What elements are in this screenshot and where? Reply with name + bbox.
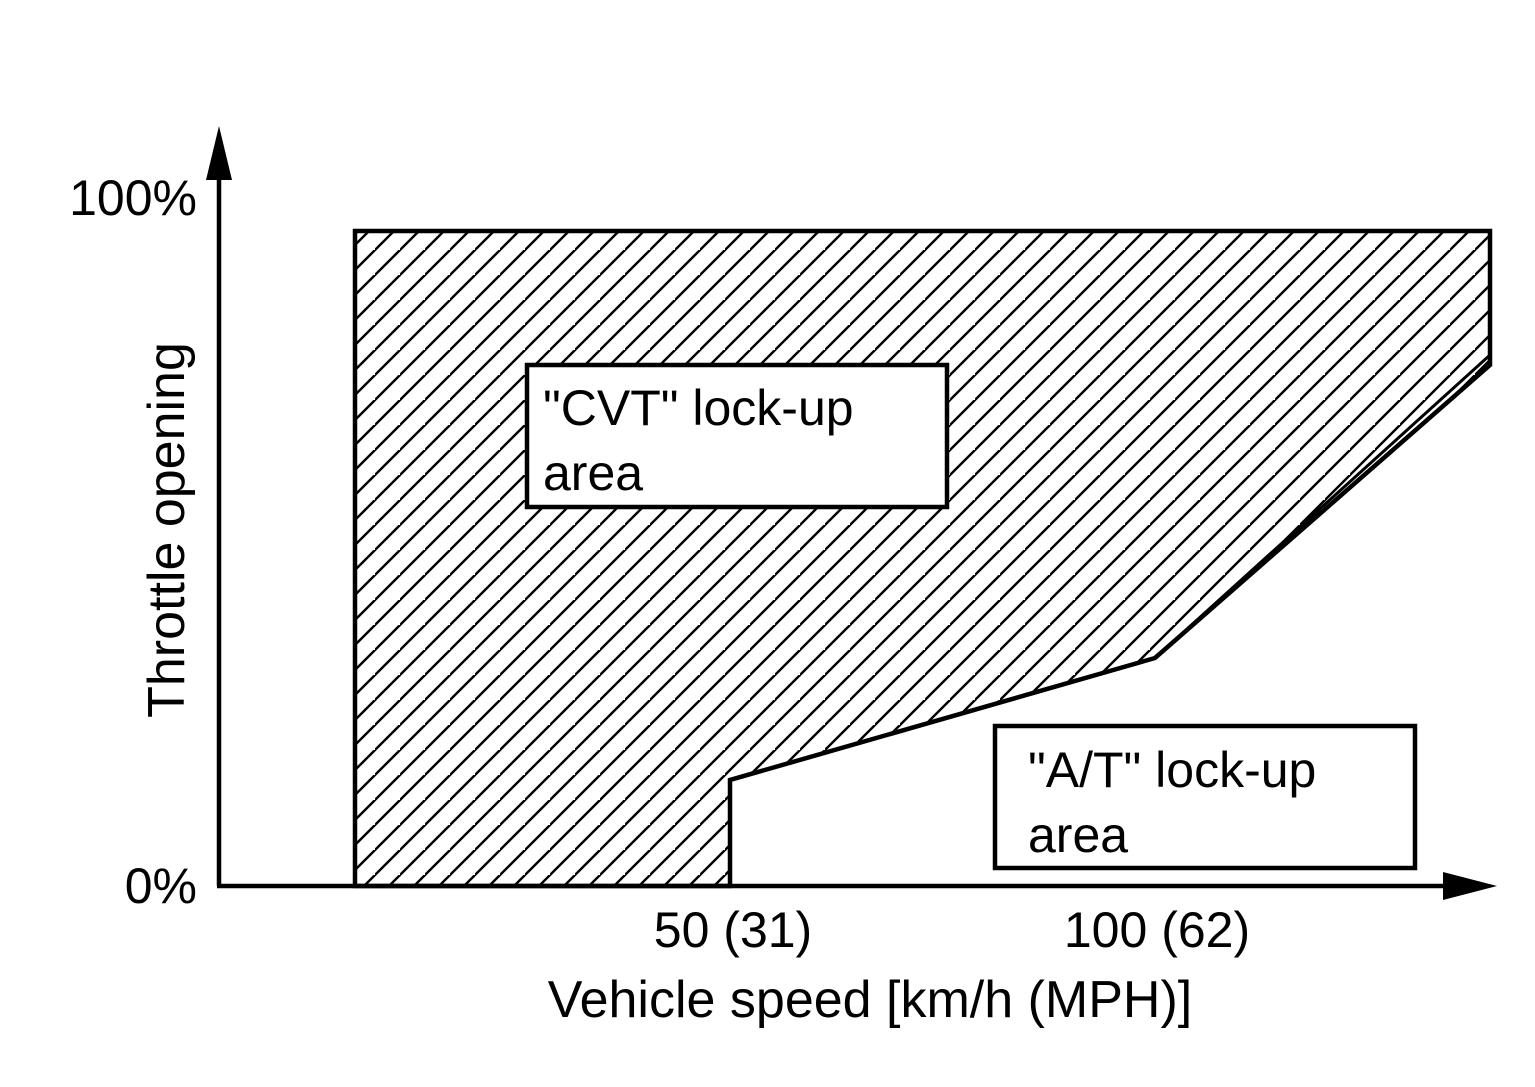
y-tick-0: 0% bbox=[125, 858, 197, 914]
cvt-label-line2: area bbox=[543, 445, 643, 501]
y-tick-100: 100% bbox=[69, 170, 197, 226]
at-boundary-line bbox=[1153, 353, 1492, 660]
y-axis-label: Throttle opening bbox=[138, 342, 196, 718]
x-tick-50: 50 (31) bbox=[654, 902, 812, 958]
x-axis-label: Vehicle speed [km/h (MPH)] bbox=[548, 971, 1192, 1029]
x-tick-100: 100 (62) bbox=[1064, 902, 1250, 958]
at-label-line1: "A/T" lock-up bbox=[1028, 742, 1316, 798]
at-label-line2: area bbox=[1028, 807, 1128, 863]
x-axis-arrow bbox=[1443, 872, 1497, 900]
at-label-box: "A/T" lock-up area bbox=[992, 723, 1418, 871]
cvt-label-line1: "CVT" lock-up bbox=[543, 380, 854, 436]
y-axis-arrow bbox=[206, 126, 232, 180]
cvt-label-box: "CVT" lock-up area bbox=[524, 362, 950, 510]
